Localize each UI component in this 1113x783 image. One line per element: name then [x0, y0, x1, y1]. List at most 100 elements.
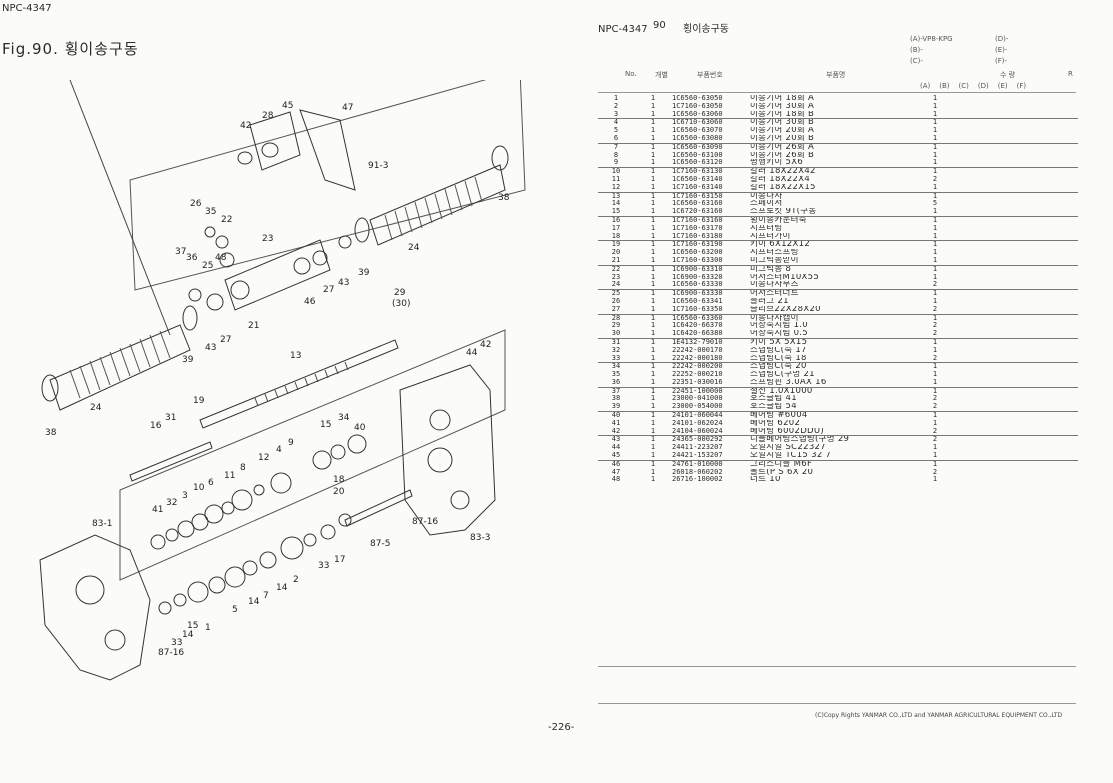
cell-no: 19 — [598, 240, 634, 250]
cell-q: 1 — [650, 476, 656, 484]
cell-nm: 횡이송카운터축 — [750, 215, 920, 225]
cell-no: 22 — [598, 264, 634, 274]
cell-rest — [950, 435, 1078, 445]
svg-text:21: 21 — [248, 321, 259, 331]
svg-text:42: 42 — [480, 340, 491, 350]
svg-text:24: 24 — [408, 243, 420, 253]
cell-pn: 1C7160-63350 — [672, 305, 723, 313]
cell-a: 1 — [932, 95, 938, 102]
header-rule — [598, 92, 1076, 93]
cell-nm: 슬리브22X28X20 — [750, 305, 821, 314]
cell-a: 5 — [932, 200, 938, 208]
cell-a: 2 — [932, 427, 938, 435]
cell-no: 5 — [613, 127, 619, 135]
cell-rest — [950, 208, 1078, 216]
cell-pn: 1E4132-79010 — [672, 337, 750, 347]
cell-a: 1 — [932, 208, 938, 216]
cell-q: 1 — [634, 215, 672, 225]
cell-rest — [950, 127, 1078, 135]
cell-pn: 1C6560-63140 — [672, 175, 723, 183]
cell-nm: 시프터스프링 — [750, 249, 799, 257]
left-code: NPC-4347 — [2, 3, 52, 14]
cell-a: 1 — [932, 183, 938, 191]
cell-pn: 1C7160-63140 — [672, 183, 723, 191]
cell-no: 34 — [598, 362, 634, 372]
cell-q: 1 — [634, 118, 672, 128]
cell-no: 12 — [611, 183, 621, 191]
cell-nm: 어저스터M10X55 — [750, 273, 820, 282]
cell-nm: 스프로킷 9T(구동 — [750, 208, 817, 217]
cell-q: 1 — [650, 175, 656, 183]
header-qty: 개별 — [655, 71, 668, 79]
svg-text:33: 33 — [318, 561, 329, 571]
cell-no: 24 — [611, 281, 621, 289]
cell-a: 1 — [920, 386, 950, 396]
svg-text:45: 45 — [282, 101, 293, 111]
cell-pn: 1C6900-63310 — [672, 264, 750, 274]
cell-nm: 어장축시림 1.0 — [750, 322, 809, 331]
cell-pn: 22351-030016 — [672, 378, 723, 386]
cell-no: 29 — [611, 322, 621, 330]
cell-a: 1 — [920, 264, 950, 274]
cell-nm: 베어링 6202 — [750, 419, 801, 428]
cell-rest — [950, 347, 1078, 355]
cell-pn: 1C6560-63160 — [672, 200, 723, 208]
svg-text:34: 34 — [338, 413, 350, 423]
cell-no: 10 — [598, 167, 634, 176]
cell-q: 1 — [650, 419, 656, 427]
cell-a: 1 — [932, 151, 938, 159]
cell-q: 1 — [650, 110, 656, 118]
cell-a: 1 — [932, 127, 938, 135]
cell-pn: 23000-054000 — [672, 403, 723, 411]
cell-pn: 24104-060024 — [672, 427, 723, 435]
cell-nm: 스냅링C(구멍 21 — [750, 371, 815, 379]
cell-pn: 1C6420-66380 — [672, 330, 723, 338]
cell-a: 1 — [932, 110, 938, 118]
svg-text:38: 38 — [45, 428, 57, 438]
svg-text:12: 12 — [258, 453, 269, 463]
cell-nm: 어장축시림 0.5 — [750, 330, 809, 339]
cell-a: 1 — [920, 362, 950, 372]
svg-text:14: 14 — [276, 583, 288, 593]
cell-no: 27 — [611, 305, 621, 313]
cell-pn: 23000-041000 — [672, 395, 723, 403]
cell-pn: 1C7160-63180 — [672, 232, 723, 240]
cell-a: 1 — [932, 419, 938, 427]
cell-a: 1 — [932, 249, 938, 257]
cell-nm: 이송기어 20회 A — [750, 127, 815, 135]
cell-a: 1 — [932, 297, 938, 305]
svg-text:39: 39 — [182, 355, 194, 365]
cell-no: 26 — [611, 297, 621, 305]
cell-no: 17 — [611, 224, 621, 232]
right-figure-title: 횡이송구동 — [683, 24, 729, 35]
cell-a: 1 — [920, 337, 950, 347]
cell-rest — [950, 298, 1078, 306]
cell-no: 2 — [613, 102, 619, 110]
cell-a: 1 — [932, 378, 938, 386]
cell-pn: 1C6560-63200 — [672, 249, 723, 257]
cell-q: 1 — [650, 330, 656, 338]
cell-nm: 이송기어 30회 A — [750, 102, 815, 111]
cell-no: 43 — [598, 435, 634, 445]
cell-a: 1 — [920, 459, 950, 469]
cell-rest — [950, 249, 1078, 257]
cell-pn: 22242-000200 — [672, 362, 750, 372]
svg-text:18: 18 — [333, 475, 345, 485]
cell-pn: 26716-100002 — [672, 476, 723, 484]
cell-a: 2 — [932, 468, 938, 476]
cell-q: 1 — [650, 322, 656, 330]
left-figure-title: Fig.90. 횡이송구동 — [2, 40, 139, 58]
cell-q: 1 — [650, 468, 656, 476]
cell-nm: 호스클립 54 — [750, 403, 797, 412]
